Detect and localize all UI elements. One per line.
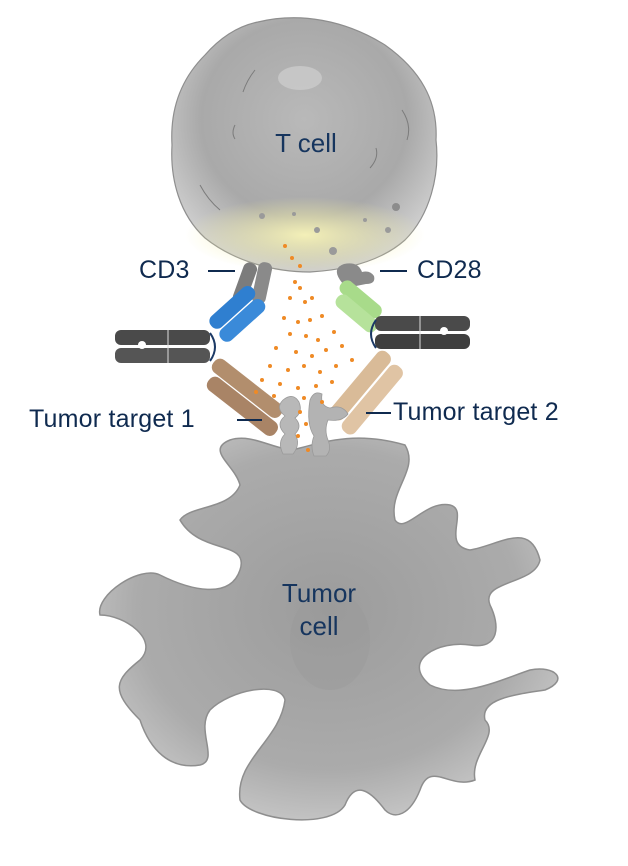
tumor-target-1-receptor bbox=[279, 396, 301, 455]
tumor-cell bbox=[99, 437, 559, 821]
t-cell-label: T cell bbox=[275, 128, 337, 158]
cd3-label: CD3 bbox=[139, 256, 190, 284]
t-cell bbox=[171, 17, 438, 273]
tumor-target-1-label: Tumor target 1 bbox=[29, 405, 195, 433]
tumor-cell-label-line2: cell bbox=[299, 611, 338, 641]
cd28-binding-arm bbox=[335, 280, 382, 333]
tumor-binding-arm-2 bbox=[329, 350, 403, 435]
cytokine-dots bbox=[254, 244, 354, 452]
tumor-target-2-label: Tumor target 2 bbox=[393, 398, 559, 426]
left-fc-region bbox=[115, 330, 216, 363]
tumor-cell-label-line1: Tumor bbox=[282, 578, 356, 608]
cd3-binding-arm bbox=[209, 285, 266, 342]
right-fc-region bbox=[370, 316, 470, 349]
cd28-label: CD28 bbox=[417, 256, 482, 284]
tumor-binding-arm-1 bbox=[206, 358, 283, 436]
